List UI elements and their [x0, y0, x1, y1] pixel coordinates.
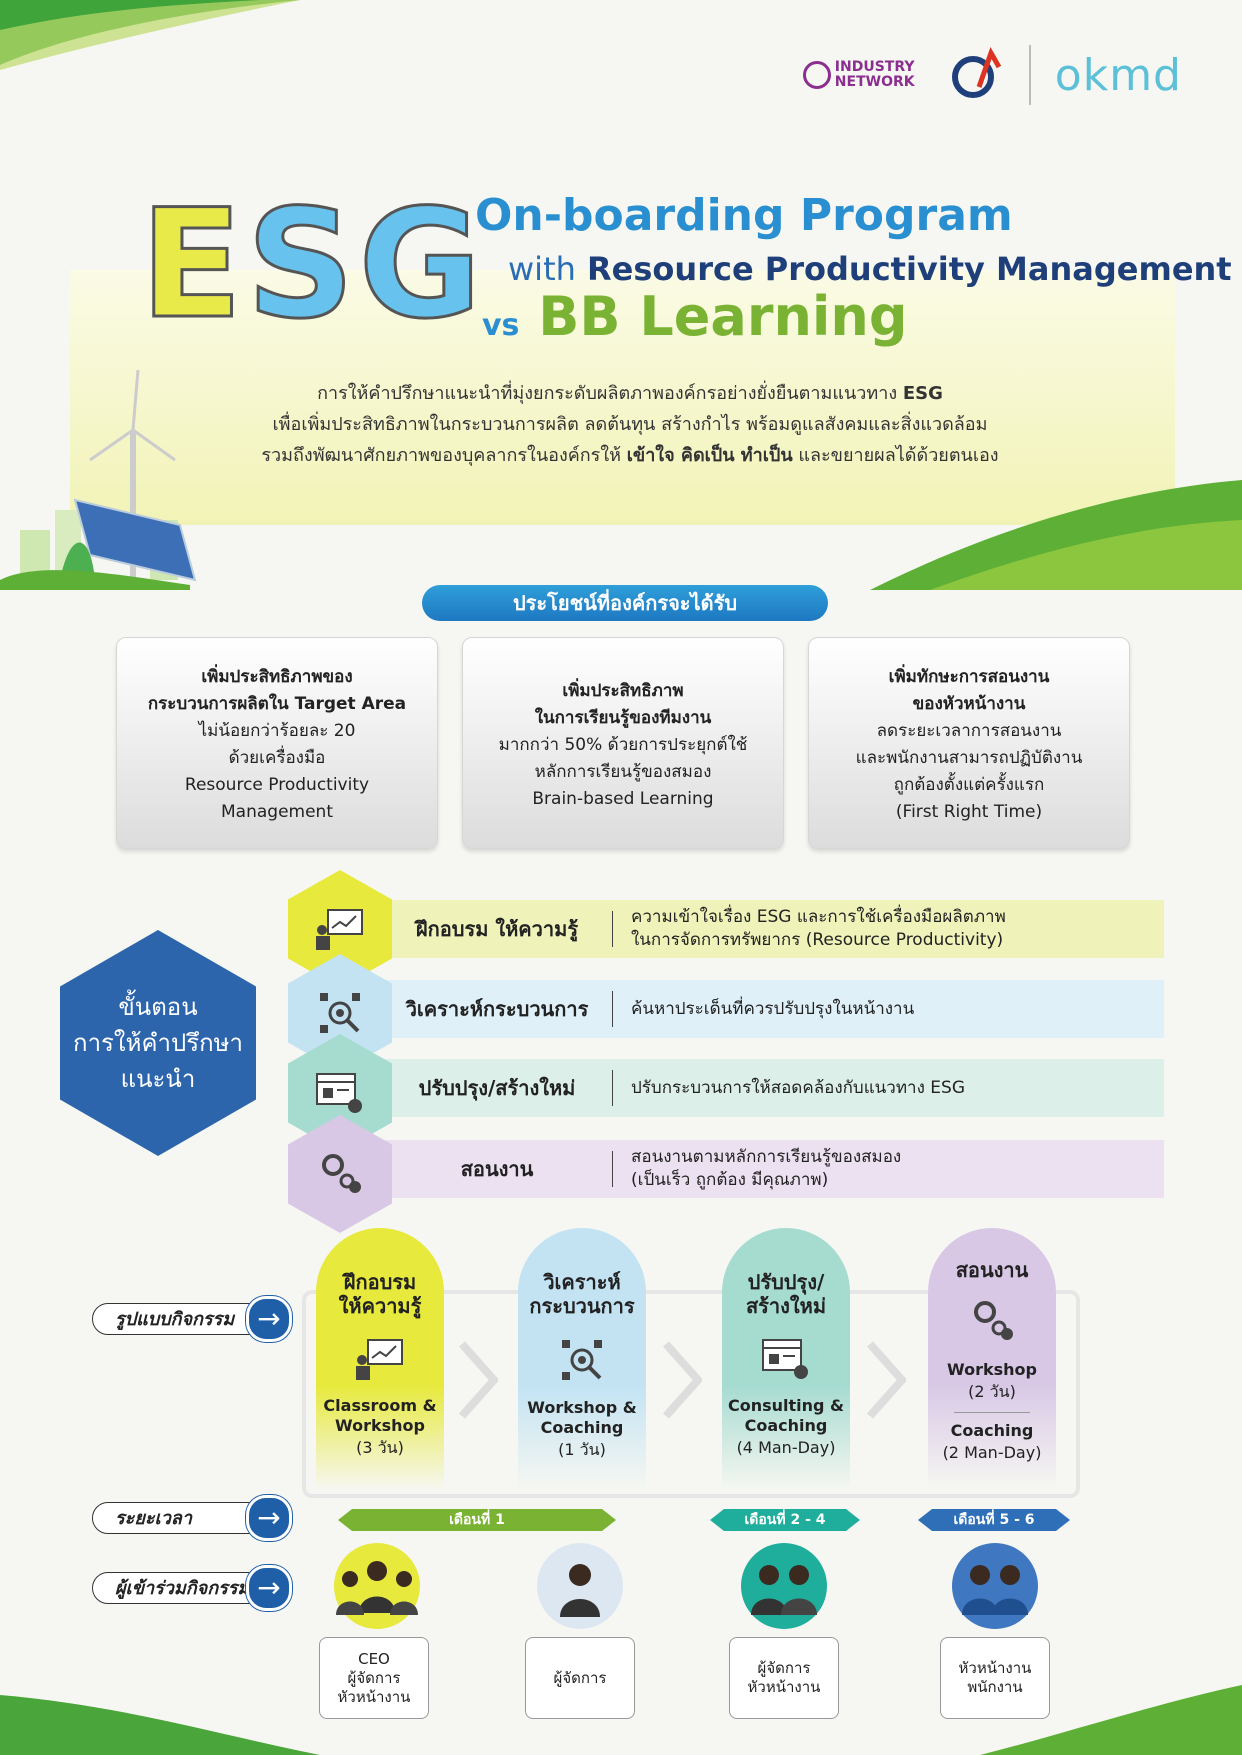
people-icon: [751, 1565, 817, 1615]
step-row-improve: ปรับปรุง/สร้างใหม่ ปรับกระบวนการให้สอดคล…: [382, 1059, 1164, 1117]
analysis-gear-icon: [562, 1340, 602, 1380]
activity-column-training: ฝึกอบรมให้ความรู้ Classroom &Workshop (3…: [316, 1228, 444, 1490]
esg-letter-g: G: [357, 178, 483, 352]
duration-bar-month-5-6: เดือนที่ 5 - 6: [918, 1509, 1070, 1531]
duration-bar-month-1: เดือนที่ 1: [338, 1509, 616, 1531]
coaching-hexagon: [288, 1115, 392, 1233]
presentation-icon: [316, 909, 363, 950]
okmd-logo: okmd: [1054, 49, 1182, 101]
participant-box-3: ผู้จัดการหัวหน้างาน: [729, 1637, 839, 1719]
activity-column-analysis: วิเคราะห์กระบวนการ Workshop &Coaching (1…: [518, 1228, 646, 1490]
chevron-right-icon: [459, 1341, 498, 1419]
participant-box-4: หัวหน้างานพนักงาน: [940, 1637, 1050, 1719]
steps-title-hexagon: ขั้นตอนการให้คำปรึกษาแนะนำ: [60, 930, 256, 1156]
row-divider: [612, 1151, 613, 1187]
participant-avatar-group-4: [952, 1543, 1038, 1629]
participant-avatar-group-3: [741, 1543, 827, 1629]
title-line-3: vs BB Learning: [482, 285, 908, 348]
benefit-card-3: เพิ่มทักษะการสอนงานของหัวหน้างาน ลดระยะเ…: [808, 637, 1130, 849]
gear-bulb-icon: [974, 1301, 1013, 1340]
activity-column-coaching: สอนงาน Workshop (2 วัน) Coaching (2 Man-…: [928, 1228, 1056, 1490]
benefits-title: ประโยชน์ที่องค์กรจะได้รับ: [422, 585, 828, 621]
chevron-right-icon: [867, 1341, 906, 1419]
title-background-band: [70, 270, 1175, 525]
intro-text: การให้คำปรึกษาแนะนำที่มุ่งยกระดับผลิตภาพ…: [261, 383, 999, 466]
row-divider: [612, 991, 613, 1027]
logo-divider: [1028, 45, 1031, 105]
person-icon: [560, 1564, 600, 1617]
title-line-1: On-boarding Program: [475, 190, 1013, 241]
arrow-right-icon: →: [246, 1296, 292, 1342]
benefit-card-2: เพิ่มประสิทธิภาพในการเรียนรู้ของทีมงาน ม…: [462, 637, 784, 849]
activity-column-improve: ปรับปรุง/สร้างใหม่ Consulting &Coaching …: [722, 1228, 850, 1490]
people-icon: [962, 1565, 1028, 1615]
participant-avatar-group-2: [537, 1543, 623, 1629]
industry-network-logo: INDUSTRY NETWORK: [802, 60, 925, 90]
arrow-right-icon: →: [246, 1495, 292, 1541]
arrow-right-icon: →: [246, 1565, 292, 1611]
duration-bar-month-2-4: เดือนที่ 2 - 4: [710, 1509, 860, 1531]
esg-letter-e: E: [138, 178, 243, 352]
gear-bulb-icon: [322, 1154, 361, 1193]
activity-frame: [302, 1290, 1080, 1498]
people-icon: [336, 1561, 418, 1615]
process-window-icon: [762, 1339, 808, 1379]
analysis-gear-icon: [320, 993, 360, 1033]
presentation-icon: [356, 1339, 403, 1380]
process-window-icon: [316, 1073, 362, 1113]
step-row-analysis: วิเคราะห์กระบวนการ ค้นหาประเด็นที่ควรปรั…: [382, 980, 1164, 1038]
participant-box-2: ผู้จัดการ: [525, 1637, 635, 1719]
title-line-2: with Resource Productivity Management: [508, 250, 1232, 288]
step-row-training: ฝึกอบรม ให้ความรู้ ความเข้าใจเรื่อง ESG …: [382, 900, 1164, 958]
benefit-card-1: เพิ่มประสิทธิภาพของกระบวนการผลิตใน Targe…: [116, 637, 438, 849]
chevron-right-icon: [663, 1341, 702, 1419]
tpi-logo: [951, 47, 1001, 98]
esg-letter-s: S: [245, 178, 356, 352]
bottom-green-swoosh: [0, 1685, 1242, 1755]
wind-solar-illustration: [0, 370, 197, 590]
coaching-divider: [954, 1412, 1030, 1413]
esg-letters: E S G: [138, 178, 483, 352]
row-divider: [612, 1070, 613, 1106]
logo-bar: INDUSTRY NETWORK okmd: [802, 45, 1182, 105]
step-row-coaching: สอนงาน สอนงานตามหลักการเรียนรู้ของสมอง(เ…: [382, 1140, 1164, 1198]
row-divider: [612, 911, 613, 947]
right-green-swoosh: [870, 480, 1242, 590]
participant-avatar-group-1: [334, 1543, 420, 1629]
top-left-swoosh: [0, 0, 300, 70]
